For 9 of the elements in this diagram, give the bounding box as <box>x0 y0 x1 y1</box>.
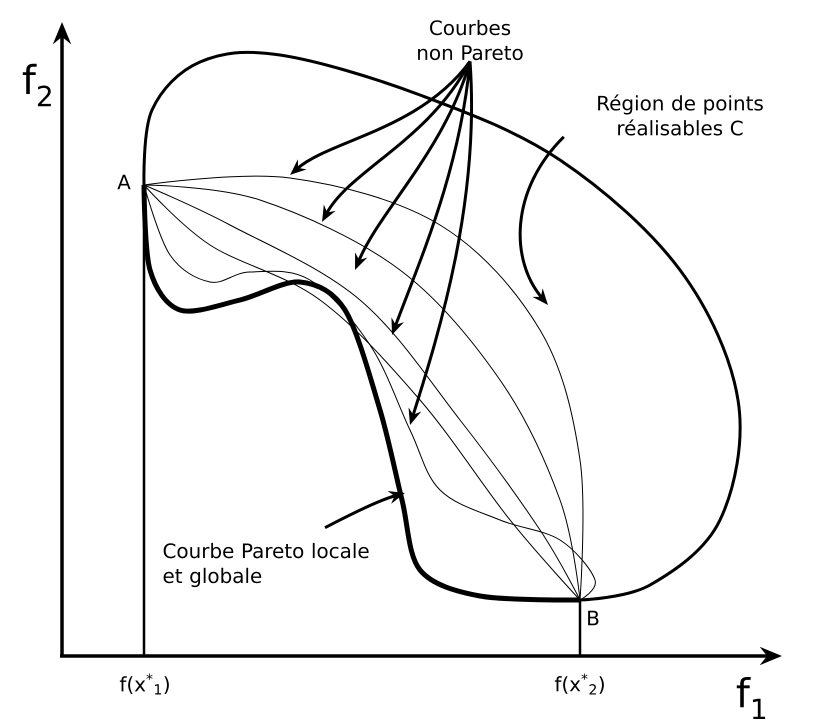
tick-label: f(x$^{*}$$_{1}$) <box>120 674 169 694</box>
point-label: A <box>117 174 131 190</box>
annotation-text: Courbes non Pareto <box>418 20 523 60</box>
point-label: B <box>588 610 598 626</box>
tick-label: f(x$^{*}$$_{2}$) <box>554 673 604 695</box>
axis-label: f$_{1}$ <box>736 676 766 720</box>
annotation-text: Région de points réalisables C <box>598 94 763 136</box>
axis-label: f$_{2}$ <box>22 64 51 106</box>
annotation-text: Courbe Pareto locale et globale <box>164 542 369 588</box>
